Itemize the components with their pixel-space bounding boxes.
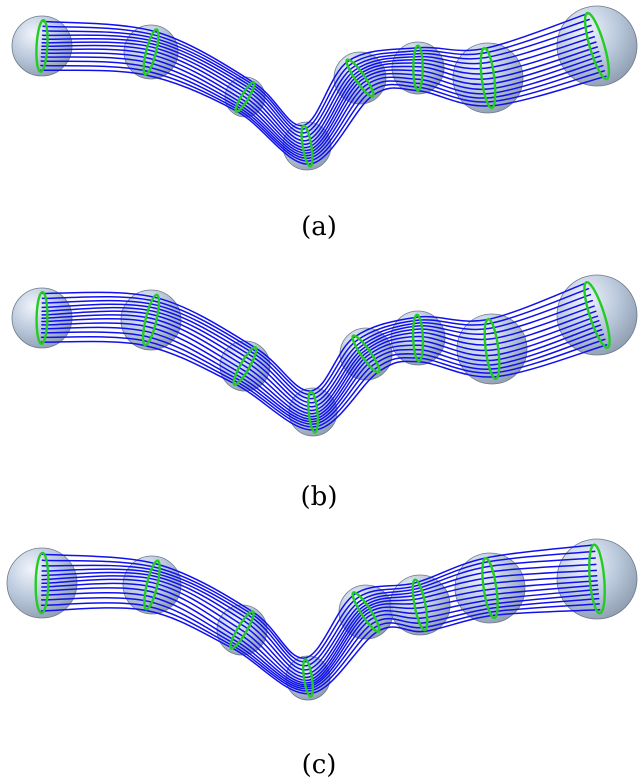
- cross-section-ring: [351, 334, 381, 374]
- panel-a-curves: [11, 5, 638, 171]
- curve-line: [40, 596, 600, 690]
- curve-line: [41, 36, 596, 142]
- cross-section-ring: [234, 80, 256, 114]
- cross-section-ring: [232, 345, 258, 387]
- caption-a: (a): [301, 212, 337, 242]
- curve-line: [41, 30, 594, 138]
- cross-section-ring: [34, 551, 50, 615]
- curve-line: [41, 569, 598, 675]
- curve-line: [41, 41, 597, 145]
- cross-section-ring: [35, 291, 49, 345]
- cross-section-ring: [483, 317, 501, 381]
- curve-line: [41, 48, 600, 152]
- curve-line: [40, 56, 603, 157]
- caption-c: (c): [301, 750, 337, 780]
- sphere: [391, 41, 445, 95]
- curve-line: [41, 575, 598, 678]
- curve-line: [40, 52, 601, 154]
- curve-line: [41, 317, 600, 418]
- curve-line: [40, 331, 605, 425]
- curve-line: [41, 310, 597, 412]
- cross-section-ring: [142, 28, 160, 76]
- cross-section-ring: [411, 313, 425, 363]
- curve-line: [41, 550, 596, 663]
- cross-section-ring: [479, 46, 497, 110]
- curve-line: [41, 578, 598, 681]
- caption-b: (b): [300, 482, 338, 512]
- curve-line: [41, 287, 590, 396]
- sphere: [556, 5, 638, 87]
- curve-line: [41, 326, 603, 423]
- cross-section-ring: [411, 578, 429, 632]
- panel-b-curves: [11, 274, 638, 437]
- cross-section-ring: [307, 390, 319, 434]
- cross-section-ring: [143, 559, 161, 611]
- curve-line: [40, 64, 606, 162]
- sphere: [556, 538, 638, 620]
- sphere: [556, 274, 638, 356]
- curve-line: [41, 587, 599, 686]
- cross-section-ring: [583, 280, 611, 350]
- cross-section-ring: [141, 293, 161, 347]
- curve-line: [40, 602, 600, 692]
- cross-section-ring: [412, 44, 424, 92]
- curve-line: [41, 582, 599, 684]
- curve-line: [41, 557, 596, 667]
- curve-line: [40, 336, 606, 428]
- curve-line: [41, 44, 599, 149]
- curve-line: [41, 314, 599, 415]
- curve-line: [41, 299, 594, 404]
- cross-section-ring: [229, 610, 255, 650]
- curve-line: [41, 563, 597, 671]
- cross-section-ring: [302, 658, 314, 698]
- curve-line: [41, 322, 602, 420]
- curve-line: [41, 293, 592, 400]
- curve-line: [41, 305, 595, 408]
- cross-section-ring: [300, 124, 314, 168]
- cross-section-ring: [583, 11, 611, 81]
- curve-line: [42, 18, 590, 130]
- panel-c-curves: [6, 538, 638, 701]
- cross-section-ring: [588, 543, 606, 615]
- curve-line: [41, 591, 600, 688]
- curve-line: [40, 60, 604, 159]
- curve-line: [42, 24, 592, 134]
- cross-section-ring: [35, 19, 49, 73]
- cross-section-ring: [351, 591, 381, 633]
- cross-section-ring: [345, 58, 375, 98]
- cross-section-ring: [481, 557, 499, 619]
